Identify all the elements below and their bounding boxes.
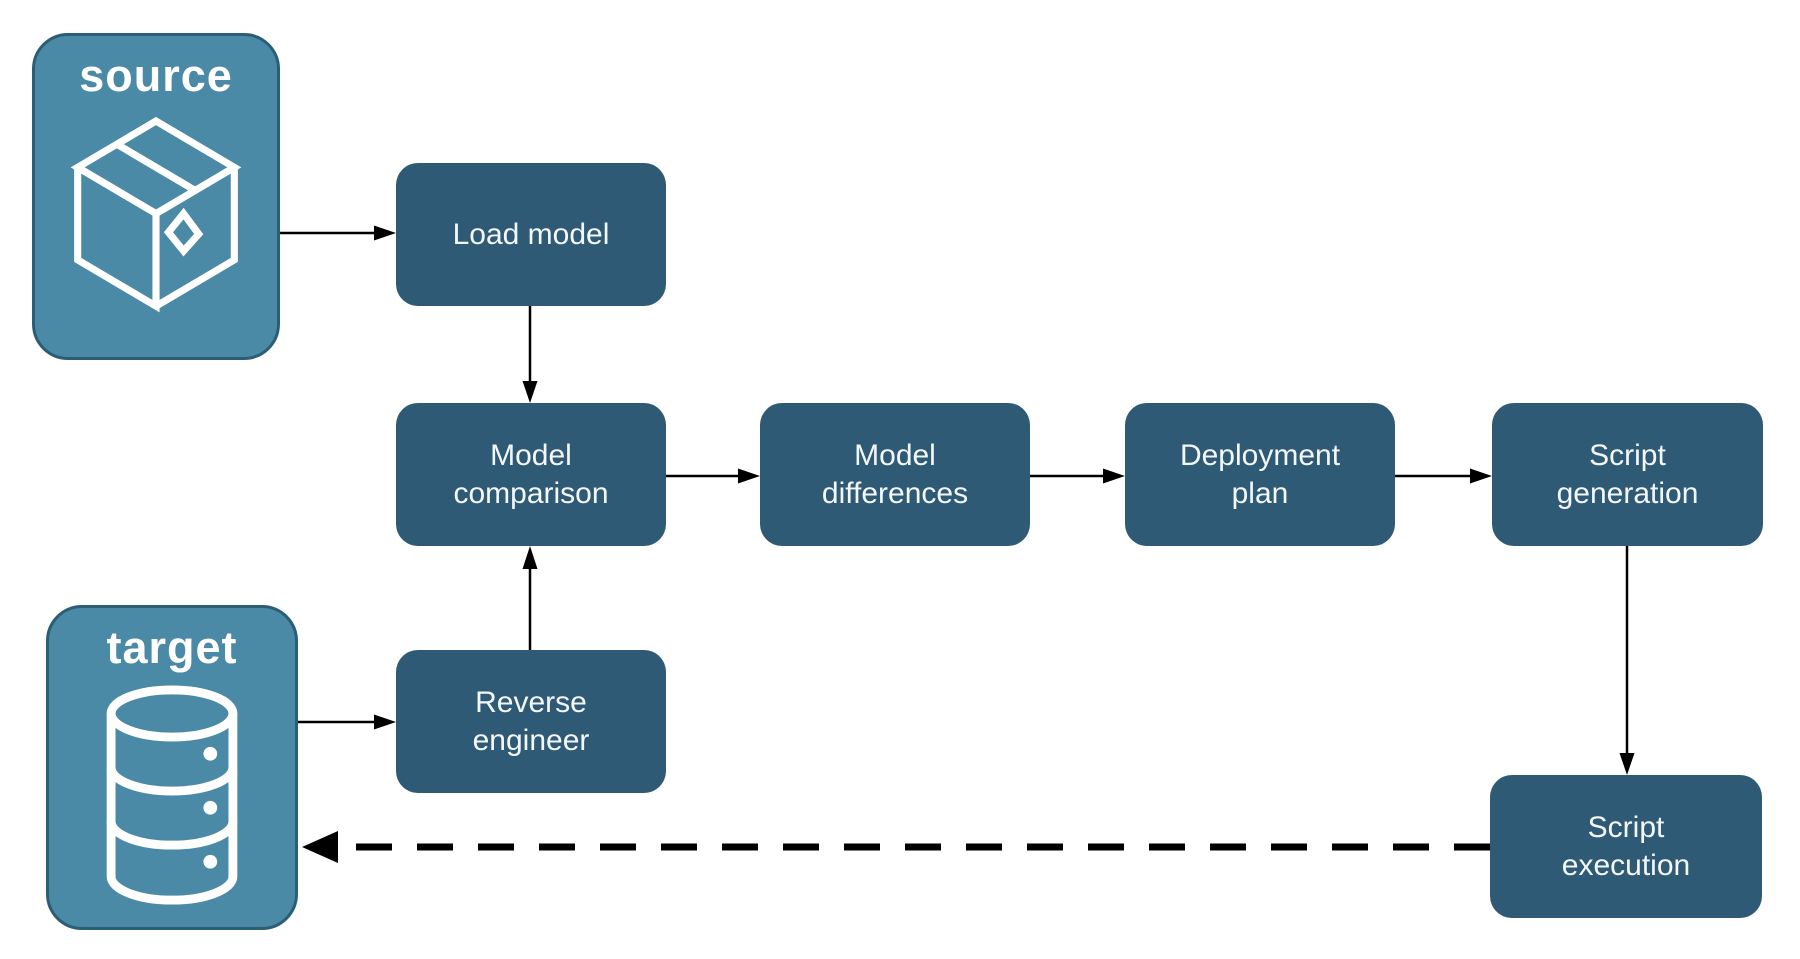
target-label: target	[106, 622, 238, 673]
node-deployment-plan-label: Deployment plan	[1179, 438, 1341, 510]
edge-model-comparison-model-differences	[666, 468, 760, 484]
node-reverse-engineer-label: Reverse engineer	[472, 685, 590, 757]
source-label: source	[79, 50, 233, 101]
node-script-generation: Script generation	[1492, 403, 1763, 546]
edge-deployment-plan-script-generation	[1395, 468, 1492, 484]
node-reverse-engineer: Reverse engineer	[396, 650, 666, 793]
package-icon	[70, 116, 242, 313]
edge-target-reverse-engineer	[298, 714, 396, 730]
node-model-differences: Model differences	[760, 403, 1030, 546]
edge-source-load-model	[280, 225, 396, 241]
node-script-execution-label: Script execution	[1561, 810, 1691, 882]
node-deployment-plan: Deployment plan	[1125, 403, 1395, 546]
database-icon	[106, 685, 238, 905]
node-load-model: Load model	[396, 163, 666, 306]
node-script-generation-label: Script generation	[1556, 438, 1699, 510]
edge-script-execution-target	[302, 831, 1490, 863]
node-load-model-label: Load model	[452, 217, 610, 251]
target-box: target	[46, 605, 298, 930]
node-model-comparison: Model comparison	[396, 403, 666, 546]
edge-script-generation-script-execution	[1619, 546, 1635, 775]
node-model-comparison-label: Model comparison	[453, 438, 609, 510]
source-box: source	[32, 33, 280, 360]
node-model-differences-label: Model differences	[821, 438, 969, 510]
edge-reverse-engineer-model-comparison	[522, 546, 538, 650]
edge-load-model-model-comparison	[522, 306, 538, 403]
node-script-execution: Script execution	[1490, 775, 1762, 918]
edge-model-differences-deployment-plan	[1030, 468, 1125, 484]
